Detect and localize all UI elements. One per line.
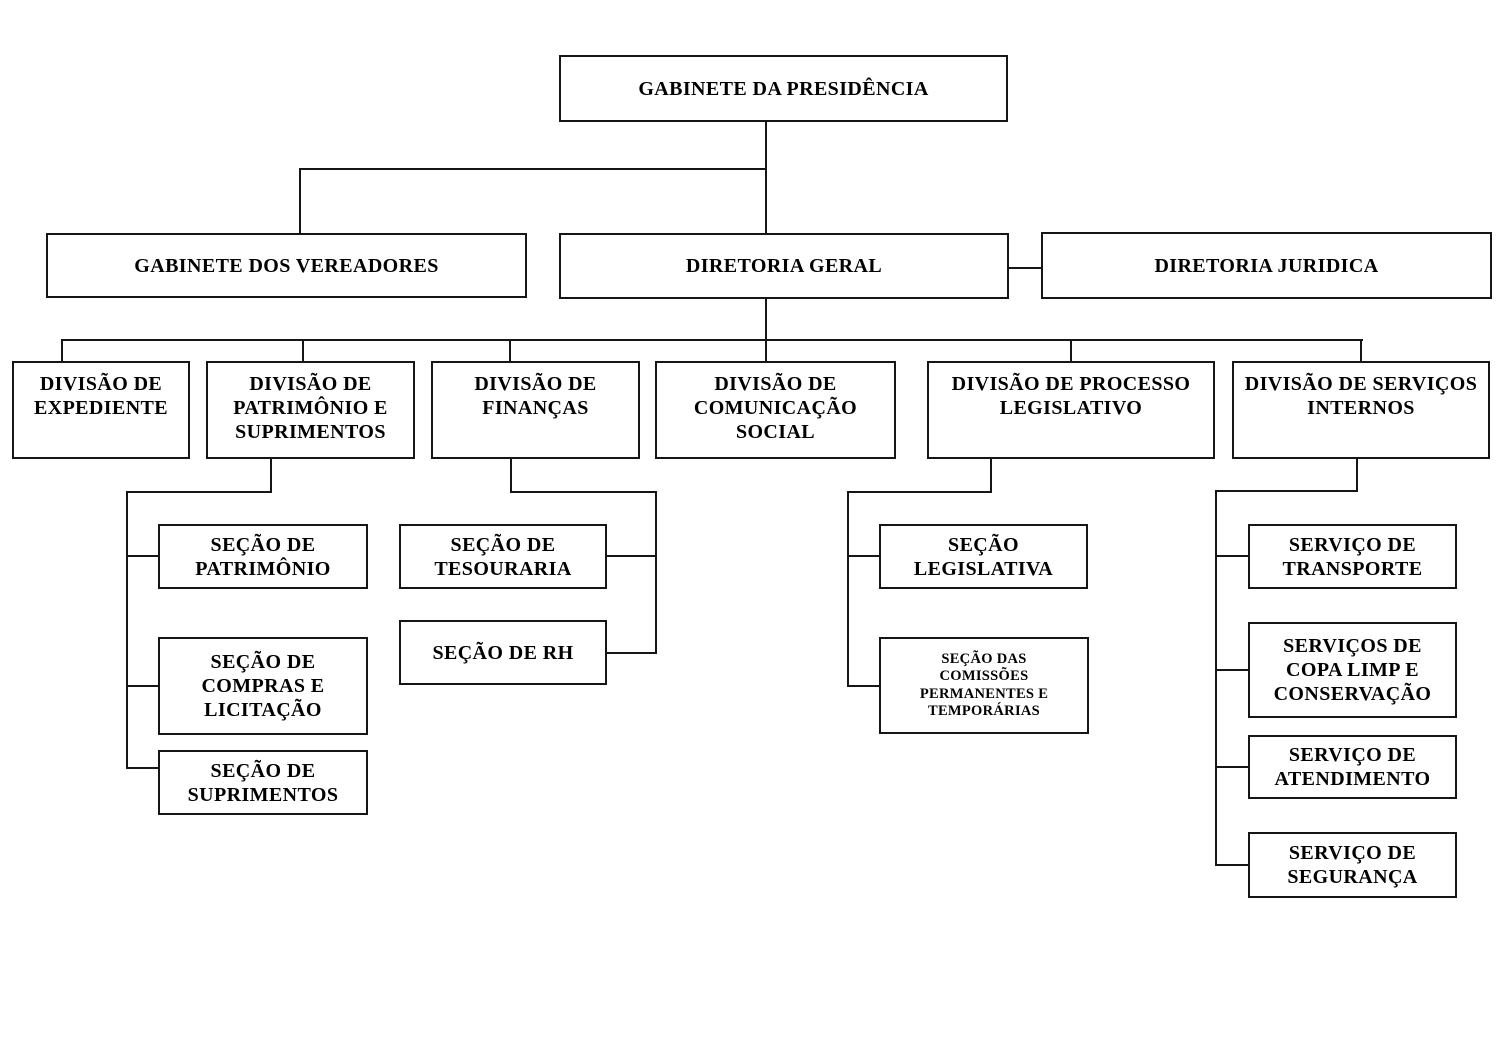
node-label: SEÇÃO DE RH (432, 641, 574, 664)
node-label: DIVISÃO DE SERVIÇOS INTERNOS (1244, 373, 1478, 419)
node-secao-rh: SEÇÃO DE RH (399, 620, 607, 685)
node-label: DIRETORIA GERAL (685, 255, 883, 277)
node-secao-patrimonio: SEÇÃO DE PATRIMÔNIO (158, 524, 368, 589)
connector-line (1215, 555, 1249, 557)
node-label: SEÇÃO LEGISLATIVA (913, 533, 1054, 580)
node-label: DIVISÃO DE PATRIMÔNIO E SUPRIMENTOS (233, 373, 388, 443)
node-divisao-expediente: DIVISÃO DE EXPEDIENTE (12, 361, 190, 459)
node-divisao-comunicacao-social: DIVISÃO DE COMUNICAÇÃO SOCIAL (655, 361, 896, 459)
connector-line (847, 685, 880, 687)
node-label: DIVISÃO DE FINANÇAS (474, 373, 597, 419)
node-label: SEÇÃO DAS COMISSÕES PERMANENTES E TEMPOR… (919, 650, 1049, 719)
node-label: SERVIÇO DE SEGURANÇA (1287, 842, 1418, 888)
connector-line (1070, 339, 1072, 361)
node-divisao-processo-legislativo: DIVISÃO DE PROCESSO LEGISLATIVO (927, 361, 1215, 459)
node-label: SERVIÇO DE TRANSPORTE (1282, 533, 1423, 580)
node-label: SEÇÃO DE COMPRAS E LICITAÇÃO (201, 651, 325, 721)
node-servico-atendimento: SERVIÇO DE ATENDIMENTO (1248, 735, 1457, 799)
node-label: DIVISÃO DE EXPEDIENTE (33, 373, 169, 419)
connector-line (126, 767, 159, 769)
connector-line (61, 339, 1363, 341)
node-gabinete-vereadores: GABINETE DOS VEREADORES (46, 233, 527, 298)
node-servico-seguranca: SERVIÇO DE SEGURANÇA (1248, 832, 1457, 898)
node-label: SERVIÇOS DE COPA LIMP E CONSERVAÇÃO (1273, 635, 1432, 705)
node-divisao-patrimonio-suprimentos: DIVISÃO DE PATRIMÔNIO E SUPRIMENTOS (206, 361, 415, 459)
node-diretoria-juridica: DIRETORIA JURIDICA (1041, 232, 1492, 299)
connector-line (990, 459, 992, 492)
node-label: SERVIÇO DE ATENDIMENTO (1274, 744, 1431, 790)
connector-line (126, 555, 159, 557)
connector-line (510, 459, 512, 492)
connector-line (607, 652, 657, 654)
connector-line (1215, 490, 1358, 492)
node-label: GABINETE DA PRESIDÊNCIA (638, 77, 929, 100)
connector-line (270, 459, 272, 492)
connector-line (126, 685, 159, 687)
node-servicos-copa-limpeza-conservacao: SERVIÇOS DE COPA LIMP E CONSERVAÇÃO (1248, 622, 1457, 718)
node-secao-tesouraria: SEÇÃO DE TESOURARIA (399, 524, 607, 589)
node-diretoria-geral: DIRETORIA GERAL (559, 233, 1009, 299)
connector-line (302, 339, 304, 361)
node-gabinete-presidencia: GABINETE DA PRESIDÊNCIA (559, 55, 1008, 122)
node-label: SEÇÃO DE PATRIMÔNIO (195, 533, 331, 580)
connector-line (299, 168, 767, 170)
connector-line (1009, 267, 1042, 269)
connector-line (510, 491, 657, 493)
node-label: GABINETE DOS VEREADORES (134, 254, 439, 277)
node-secao-legislativa: SEÇÃO LEGISLATIVA (879, 524, 1088, 589)
connector-line (847, 491, 992, 493)
node-label: DIVISÃO DE PROCESSO LEGISLATIVO (951, 373, 1191, 419)
node-secao-comissoes: SEÇÃO DAS COMISSÕES PERMANENTES E TEMPOR… (879, 637, 1089, 734)
node-label: SEÇÃO DE TESOURARIA (434, 533, 572, 580)
connector-line (126, 491, 272, 493)
connector-line (765, 122, 767, 234)
connector-line (1215, 490, 1217, 866)
connector-line (765, 299, 767, 361)
connector-line (1215, 766, 1249, 768)
node-secao-suprimentos: SEÇÃO DE SUPRIMENTOS (158, 750, 368, 815)
connector-line (61, 339, 63, 361)
node-divisao-financas: DIVISÃO DE FINANÇAS (431, 361, 640, 459)
node-label: DIVISÃO DE COMUNICAÇÃO SOCIAL (693, 373, 858, 443)
connector-line (847, 491, 849, 687)
connector-line (509, 339, 511, 361)
connector-line (847, 555, 880, 557)
connector-line (1215, 669, 1249, 671)
node-divisao-servicos-internos: DIVISÃO DE SERVIÇOS INTERNOS (1232, 361, 1490, 459)
node-label: SEÇÃO DE SUPRIMENTOS (187, 759, 339, 806)
node-secao-compras-licitacao: SEÇÃO DE COMPRAS E LICITAÇÃO (158, 637, 368, 735)
node-servico-transporte: SERVIÇO DE TRANSPORTE (1248, 524, 1457, 589)
connector-line (1215, 864, 1249, 866)
connector-line (1356, 459, 1358, 491)
connector-line (655, 491, 657, 654)
connector-line (126, 491, 128, 769)
node-label: DIRETORIA JURIDICA (1154, 254, 1379, 277)
connector-line (607, 555, 657, 557)
connector-line (299, 168, 301, 234)
connector-line (1360, 339, 1362, 361)
